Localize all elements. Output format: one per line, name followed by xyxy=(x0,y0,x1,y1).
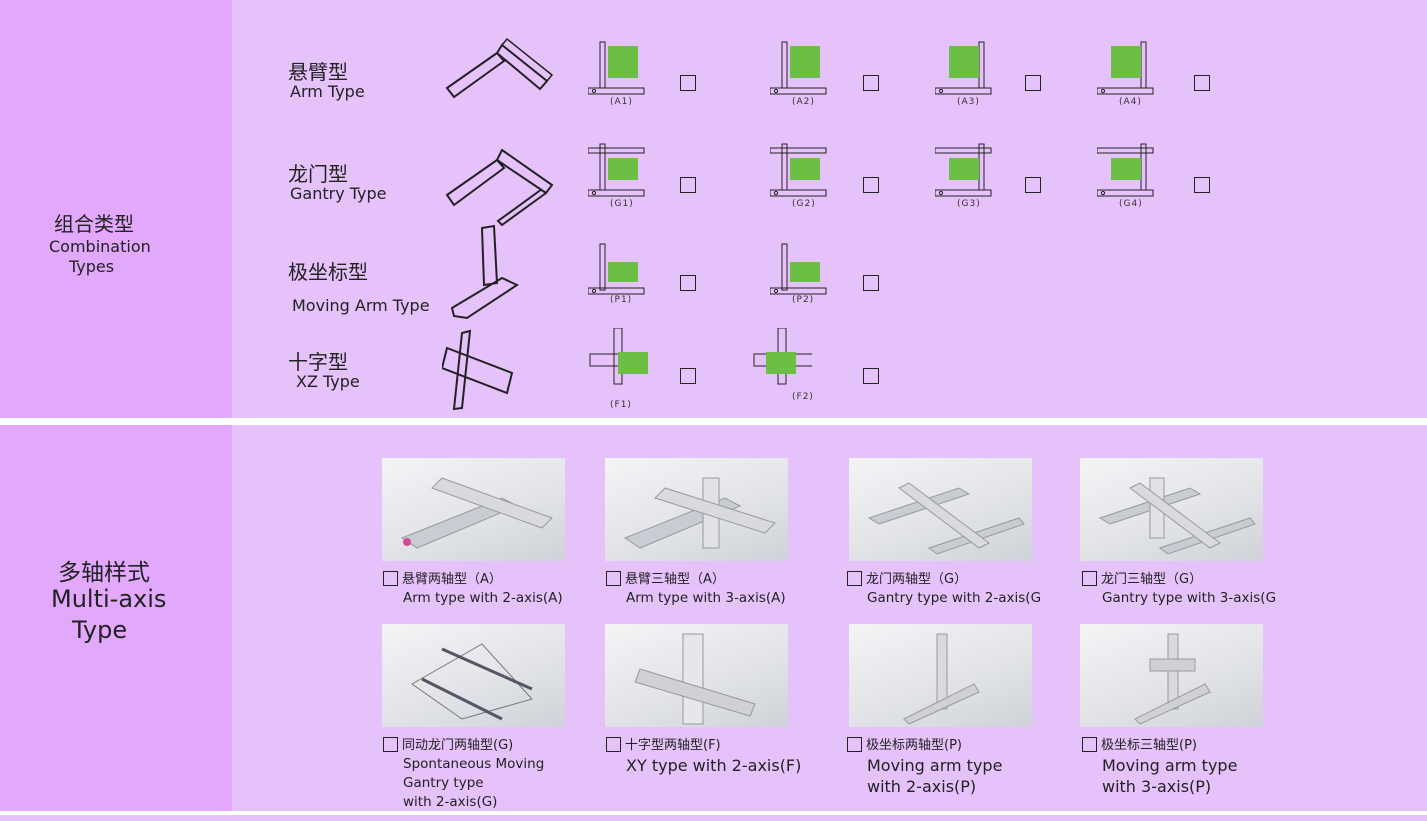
type-name-cn: 悬臂型 xyxy=(288,60,348,84)
variant-diagram xyxy=(769,40,830,104)
variant-code: (A3) xyxy=(957,97,980,107)
variant-diagram xyxy=(1096,40,1157,104)
variant-code: (A2) xyxy=(792,97,815,107)
product-checkbox[interactable] xyxy=(847,571,862,586)
product-photo xyxy=(605,624,788,727)
variant-checkbox[interactable] xyxy=(680,75,696,91)
variant-diagram xyxy=(934,40,995,104)
variant-checkbox[interactable] xyxy=(863,368,879,384)
variant-code: (A4) xyxy=(1119,97,1142,107)
type-3d-sketch xyxy=(450,224,520,320)
product-name-en: Arm type with 3-axis(A) xyxy=(626,590,786,606)
product-checkbox[interactable] xyxy=(1082,571,1097,586)
variant-checkbox[interactable] xyxy=(863,275,879,291)
combination-panel xyxy=(232,0,1427,418)
product-checkbox[interactable] xyxy=(1082,737,1097,752)
product-name-en: Gantry type with 3-axis(G xyxy=(1102,590,1277,606)
product-name-cn: 同动龙门两轴型(G) xyxy=(402,738,514,753)
product-name-en: Gantry type xyxy=(403,775,484,791)
product-name-en: with 3-axis(P) xyxy=(1102,777,1212,796)
product-name-cn: 极坐标两轴型(P) xyxy=(866,738,962,753)
variant-diagram xyxy=(587,142,648,206)
product-photo xyxy=(382,458,565,561)
product-photo xyxy=(849,458,1032,561)
variant-diagram xyxy=(587,240,648,304)
variant-checkbox[interactable] xyxy=(1025,177,1041,193)
variant-code: (P1) xyxy=(610,295,633,305)
product-name-en: Spontaneous Moving xyxy=(403,756,545,772)
product-name-cn: 十字型两轴型(F) xyxy=(625,738,721,753)
product-checkbox[interactable] xyxy=(383,571,398,586)
multi-axis-section: 多轴样式 Multi-axis Type 悬臂两轴型（A） Arm type wi… xyxy=(0,425,1427,811)
product-name-en: Gantry type with 2-axis(G xyxy=(867,590,1042,606)
type-name-en: Moving Arm Type xyxy=(292,296,430,315)
variant-code: (A1) xyxy=(610,97,633,107)
type-name-cn: 龙门型 xyxy=(288,162,348,186)
product-checkbox[interactable] xyxy=(383,737,398,752)
type-name-cn: 极坐标型 xyxy=(288,260,368,284)
section-title-en: Multi-axis xyxy=(51,585,167,613)
section-title-en-2: Type xyxy=(72,616,128,644)
type-name-en: Arm Type xyxy=(290,82,365,101)
section-title-en: Combination xyxy=(49,237,151,256)
type-name-en: XZ Type xyxy=(296,372,360,391)
variant-checkbox[interactable] xyxy=(863,75,879,91)
product-photo xyxy=(605,458,788,561)
section-title-en-2: Types xyxy=(69,257,115,276)
variant-code: (P2) xyxy=(792,295,815,305)
product-checkbox[interactable] xyxy=(606,737,621,752)
product-name-en: Arm type with 2-axis(A) xyxy=(403,590,563,606)
variant-checkbox[interactable] xyxy=(1194,177,1210,193)
product-photo xyxy=(849,624,1032,727)
product-name-en: with 2-axis(G) xyxy=(403,794,498,810)
next-section-edge xyxy=(0,815,1427,821)
product-name-cn: 极坐标三轴型(P) xyxy=(1101,738,1197,753)
variant-diagram xyxy=(769,240,830,304)
variant-code: (G4) xyxy=(1119,199,1143,209)
type-3d-sketch xyxy=(445,148,554,227)
variant-diagram xyxy=(1096,142,1157,206)
product-name-cn: 悬臂三轴型（A） xyxy=(625,572,725,587)
section-label-panel: 多轴样式 Multi-axis Type xyxy=(0,425,232,811)
product-name-cn: 龙门三轴型（G） xyxy=(1101,572,1203,587)
product-checkbox[interactable] xyxy=(606,571,621,586)
variant-checkbox[interactable] xyxy=(680,275,696,291)
product-name-en: Moving arm type xyxy=(867,756,1003,775)
variant-code: (G1) xyxy=(610,199,634,209)
variant-checkbox[interactable] xyxy=(1025,75,1041,91)
product-photo xyxy=(1080,624,1263,727)
type-3d-sketch xyxy=(445,37,554,99)
product-name-en: XY type with 2-axis(F) xyxy=(626,756,802,775)
variant-checkbox[interactable] xyxy=(1194,75,1210,91)
product-name-cn: 悬臂两轴型（A） xyxy=(402,572,502,587)
product-name-cn: 龙门两轴型（G） xyxy=(866,572,968,587)
variant-code: (F2) xyxy=(792,392,814,402)
variant-diagram xyxy=(769,142,830,206)
variant-diagram xyxy=(934,142,995,206)
variant-checkbox[interactable] xyxy=(680,177,696,193)
type-3d-sketch xyxy=(442,329,514,411)
variant-diagram xyxy=(587,40,648,104)
type-name-cn: 十字型 xyxy=(288,350,348,374)
variant-code: (G2) xyxy=(792,199,816,209)
variant-diagram xyxy=(752,327,815,392)
type-name-en: Gantry Type xyxy=(290,184,387,203)
product-photo xyxy=(1080,458,1263,561)
variant-code: (F1) xyxy=(610,400,632,410)
variant-code: (G3) xyxy=(957,199,981,209)
section-label-panel: 组合类型 Combination Types xyxy=(0,0,232,418)
variant-checkbox[interactable] xyxy=(680,368,696,384)
section-title-cn: 多轴样式 xyxy=(58,560,150,586)
section-title-cn: 组合类型 xyxy=(54,212,134,236)
variant-checkbox[interactable] xyxy=(863,177,879,193)
product-photo xyxy=(382,624,565,727)
product-name-en: with 2-axis(P) xyxy=(867,777,977,796)
product-checkbox[interactable] xyxy=(847,737,862,752)
product-name-en: Moving arm type xyxy=(1102,756,1238,775)
variant-diagram xyxy=(588,327,651,392)
